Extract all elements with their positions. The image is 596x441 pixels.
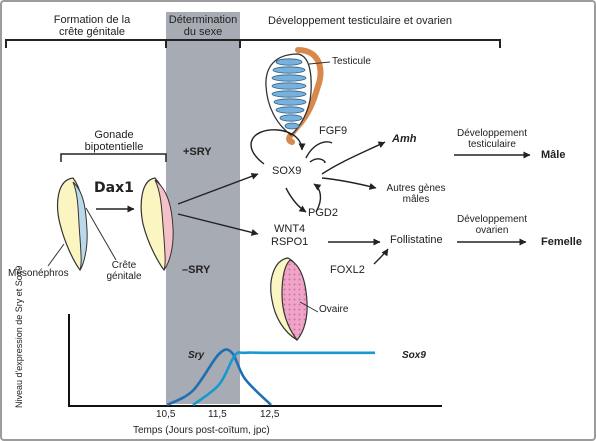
label-dev-testiculaire: Développement testiculaire	[446, 128, 538, 150]
ovaire-shape	[270, 257, 308, 341]
chart-tick-label: 11,5	[208, 409, 227, 420]
label-femelle: Femelle	[541, 236, 582, 248]
label-follistatine: Follistatine	[390, 234, 443, 246]
label-amh: Amh	[392, 133, 417, 145]
header-formation: Formation de la crête génitale	[32, 14, 152, 38]
label-sox9: SOX9	[272, 165, 302, 177]
label-mesonephros: Mésonéphros	[8, 268, 69, 279]
header-formation-line2: crête génitale	[58, 26, 126, 38]
gonade-bracket	[60, 153, 167, 162]
label-gonade-line2: bipotentielle	[84, 141, 144, 153]
header-determination-line1: Détermination	[168, 14, 238, 26]
label-autres: Autres gènes mâles	[376, 183, 456, 205]
series-label-sox9: Sox9	[402, 350, 426, 361]
chart-tick-label: 12,5	[260, 409, 280, 420]
label-fgf9: FGF9	[319, 125, 348, 137]
timeline-brackets	[5, 39, 501, 48]
label-autres-line2: mâles	[402, 194, 430, 205]
series-label-sry: Sry	[188, 350, 205, 361]
label-gonade-line1: Gonade	[94, 129, 134, 141]
label-minus-sry: –SRY	[182, 264, 211, 276]
determination-shading	[166, 12, 240, 404]
header-determination: Détermination du sexe	[166, 14, 240, 38]
header-development: Développement testiculaire et ovarien	[268, 15, 453, 27]
mesonephros-shape	[57, 177, 88, 272]
header-formation-line1: Formation de la	[53, 14, 131, 26]
label-dev-testiculaire-line2: testiculaire	[468, 139, 516, 150]
chart-tick-label: 10,5	[156, 409, 176, 420]
label-crete-line2: génitale	[106, 271, 142, 282]
label-plus-sry: +SRY	[183, 146, 212, 158]
chart-series-group	[166, 348, 375, 407]
ovaire-leader	[299, 301, 319, 313]
crete-leader	[85, 207, 117, 261]
label-dev-testiculaire-line1: Développement	[456, 128, 528, 139]
testicule-shape	[265, 47, 324, 145]
label-rspo1: RSPO1	[271, 236, 309, 248]
label-ovaire: Ovaire	[319, 304, 349, 315]
bipotential-gonad-shape	[140, 177, 174, 272]
series-line-sry	[166, 348, 272, 407]
testicule-leader	[308, 61, 331, 65]
label-dev-ovarien: Développement ovarien	[448, 214, 536, 236]
label-crete: Crête génitale	[102, 260, 146, 282]
label-dev-ovarien-line2: ovarien	[475, 225, 509, 236]
chart-axes	[68, 314, 442, 407]
series-line-sox9	[192, 351, 375, 407]
label-autres-line1: Autres gènes	[386, 183, 446, 194]
chart-ylabel: Niveau d'expression de Sry et Sox9	[14, 265, 24, 408]
label-testicule: Testicule	[332, 56, 371, 67]
label-gonade: Gonade bipotentielle	[72, 129, 156, 153]
chart-xlabel: Temps (Jours post-coïtum, jpc)	[133, 425, 270, 436]
label-male: Mâle	[541, 149, 566, 161]
label-dax1: Dax1	[94, 180, 134, 196]
label-foxl2: FOXL2	[330, 264, 365, 276]
label-wnt4: WNT4	[274, 223, 306, 235]
header-determination-line2: du sexe	[183, 26, 223, 38]
label-dev-ovarien-line1: Développement	[456, 214, 528, 225]
mesonephros-leader	[47, 243, 65, 267]
label-crete-line1: Crête	[111, 260, 137, 271]
pathway-arrows	[96, 129, 531, 265]
label-pgd2: PGD2	[308, 207, 338, 219]
